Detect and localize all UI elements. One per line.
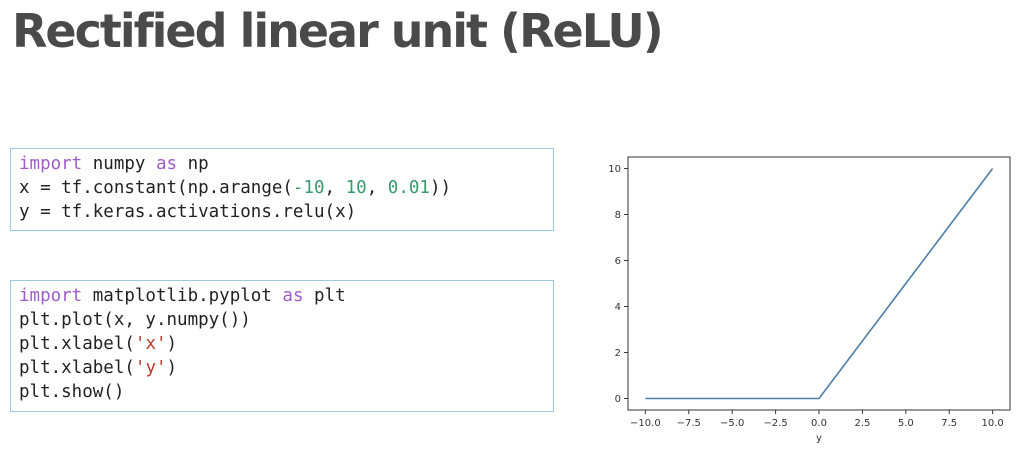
x-tick-label: 5.0 <box>898 418 914 429</box>
x-tick-label: −2.5 <box>763 418 787 429</box>
y-tick-label: 10 <box>608 164 621 175</box>
x-tick-label: 0.0 <box>811 418 827 429</box>
x-tick-label: 10.0 <box>982 418 1004 429</box>
code-token: plt.xlabel( <box>19 334 135 354</box>
y-tick-label: 8 <box>615 210 621 221</box>
y-tick-label: 0 <box>615 394 621 405</box>
code-token: plt.show() <box>19 382 125 402</box>
code-token: plt.plot(x, y.numpy()) <box>19 310 251 330</box>
code-line: y = tf.keras.activations.relu(x) <box>19 200 545 224</box>
relu-series-line <box>645 168 994 400</box>
x-tick-label: −5.0 <box>720 418 744 429</box>
code-token: import <box>19 154 83 174</box>
code-token: as <box>155 154 178 174</box>
relu-line-chart: −10.0 −7.5 −5.0 −2.5 0.0 2.5 5.0 7.5 10.0 0 2 4 6 8 10… <box>608 156 1011 444</box>
x-tick-label: 7.5 <box>941 418 957 429</box>
code-line: plt.xlabel('x') <box>19 332 545 356</box>
code-line: x = tf.constant(np.arange(-10, 10, 0.01)… <box>19 176 545 200</box>
code-token: -10 <box>292 178 325 198</box>
code-line: plt.xlabel('y') <box>19 356 545 380</box>
code-line: plt.show() <box>19 380 545 404</box>
code-line: import numpy as np <box>19 152 545 176</box>
code-line: import matplotlib.pyplot as plt <box>19 284 545 308</box>
plot-frame <box>627 156 1011 411</box>
code-token: 'x' <box>134 334 167 354</box>
code-token: , <box>324 178 346 198</box>
x-tick-label: 2.5 <box>854 418 870 429</box>
x-tick-label: −7.5 <box>677 418 701 429</box>
code-token: import <box>19 286 83 306</box>
code-token: , <box>366 178 388 198</box>
code-token: ) <box>166 358 178 378</box>
x-axis-label: y <box>816 433 822 444</box>
code-token: y = tf.keras.activations.relu(x) <box>19 202 357 222</box>
code-token: numpy <box>82 154 156 174</box>
y-tick-label: 2 <box>615 348 621 359</box>
code-token: np <box>177 154 209 174</box>
code-token: x = tf.constant(np.arange( <box>19 178 293 198</box>
code-token: 'y' <box>134 358 167 378</box>
y-tick-label: 4 <box>615 302 621 313</box>
slide-title: Rectified linear unit (ReLU) <box>12 4 664 58</box>
code-token: ) <box>166 334 178 354</box>
code-token: matplotlib.pyplot <box>82 286 283 306</box>
code-token: as <box>282 286 304 306</box>
code-token: 0.01 <box>387 178 430 198</box>
code-token: plt.xlabel( <box>19 358 135 378</box>
y-tick-label: 6 <box>615 256 621 267</box>
x-tick-label: −10.0 <box>630 418 661 429</box>
code-token: )) <box>429 178 452 198</box>
code-line: plt.plot(x, y.numpy()) <box>19 308 545 332</box>
code-token: plt <box>303 286 346 306</box>
code-token: 10 <box>345 178 367 198</box>
